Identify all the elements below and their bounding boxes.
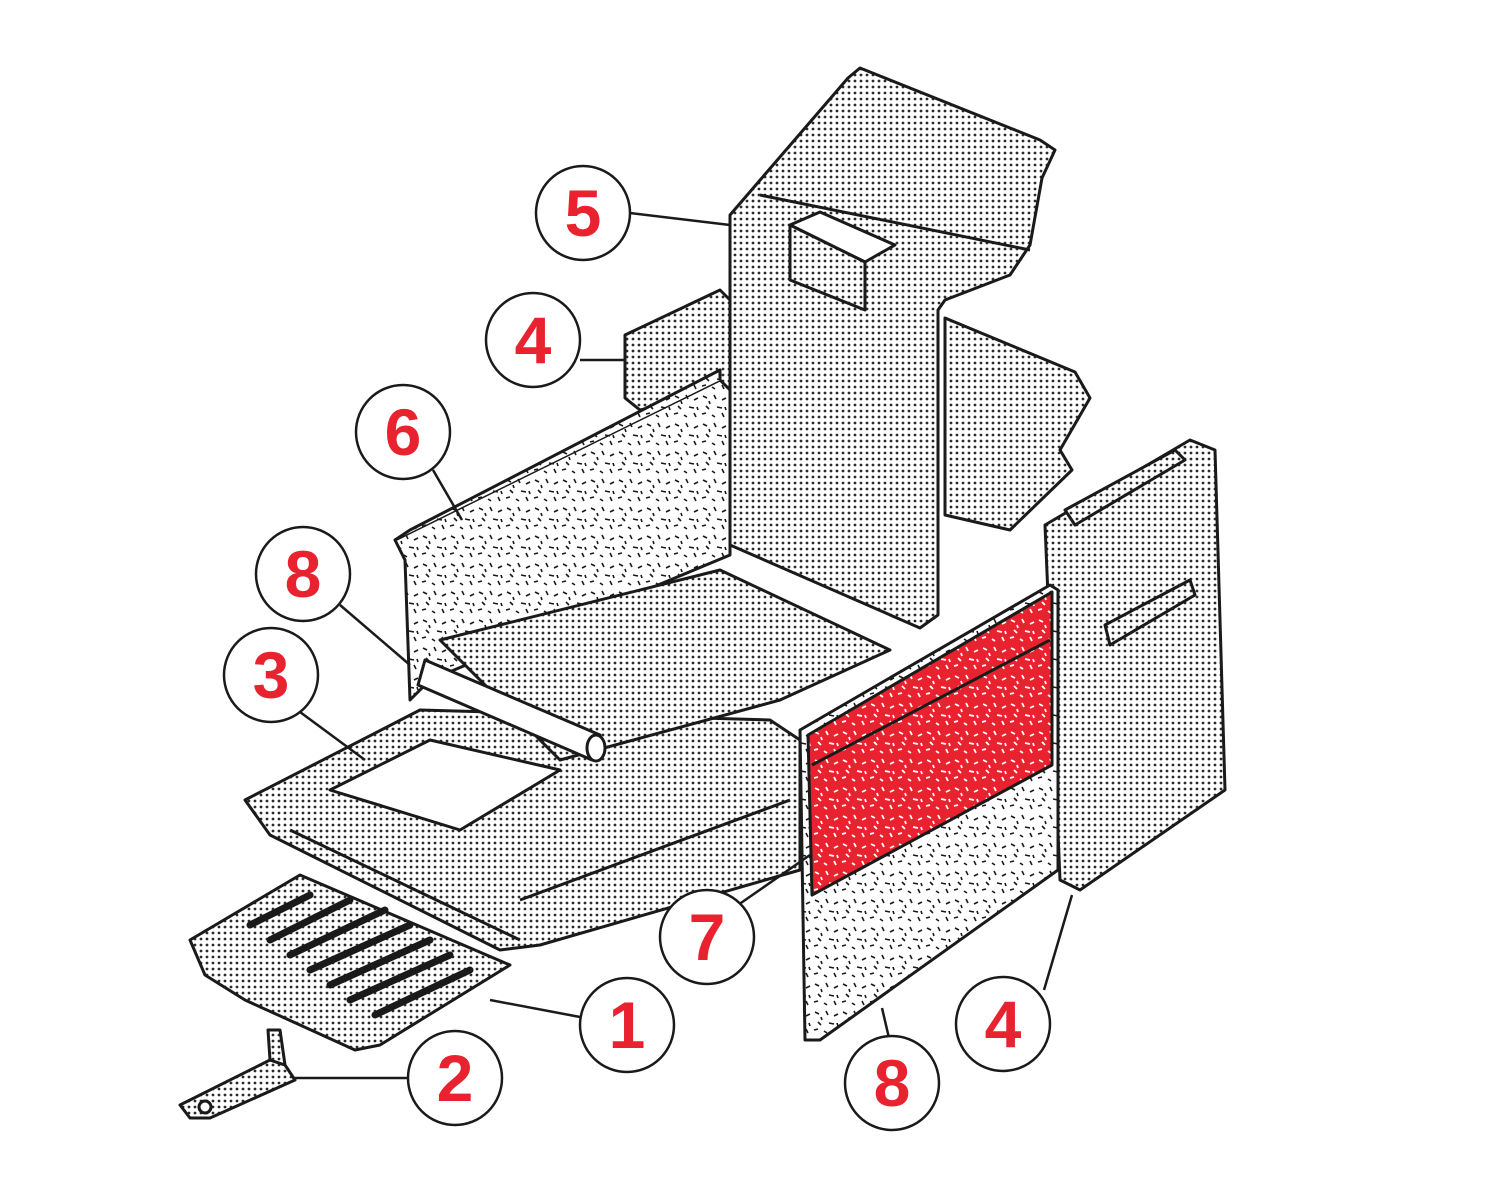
- base-tray: [243, 568, 892, 952]
- front-panel: [798, 583, 1060, 1042]
- callout-label: 8: [874, 1046, 911, 1120]
- callout-6: 6: [354, 383, 452, 481]
- callout-label: 3: [253, 638, 290, 712]
- seal-rope: [416, 658, 607, 763]
- rear-side-panel: [943, 316, 1092, 532]
- callout-label: 4: [515, 303, 552, 377]
- ash-lever: [178, 1028, 297, 1120]
- callout-1: 1: [578, 976, 676, 1074]
- callout-label: 4: [985, 987, 1022, 1061]
- front-panel-highlighted-section: [806, 590, 1054, 897]
- callout-label: 7: [689, 900, 726, 974]
- callout-label: 1: [609, 988, 646, 1062]
- callout-label: 6: [385, 395, 422, 469]
- grate: [188, 873, 512, 1052]
- callout-label: 5: [565, 176, 602, 250]
- right-side-panel: [1043, 438, 1227, 892]
- callout-label: 2: [437, 1041, 474, 1115]
- back-panel: [728, 66, 1057, 630]
- callout-7: 7: [658, 888, 756, 986]
- callout-2: 2: [406, 1029, 504, 1127]
- callout-4-lower: 4: [954, 975, 1052, 1073]
- callout-4-upper: 4: [484, 291, 582, 389]
- callout-5: 5: [534, 164, 632, 262]
- callout-3: 3: [222, 626, 320, 724]
- callout-8-lower: 8: [843, 1034, 941, 1132]
- callout-8-upper: 8: [254, 525, 352, 623]
- leader-lines: [295, 211, 1074, 1080]
- callout-label: 8: [285, 537, 322, 611]
